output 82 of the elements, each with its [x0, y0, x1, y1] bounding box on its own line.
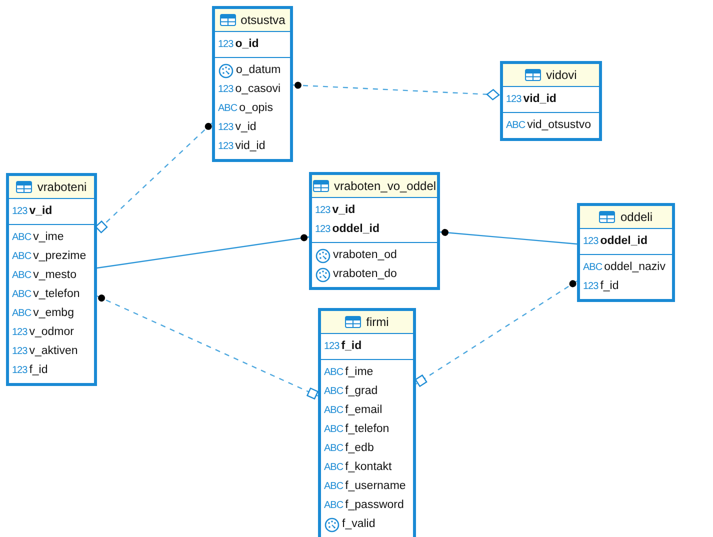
column-name: oddel_naziv	[604, 260, 666, 275]
column-name: f_ime	[345, 364, 374, 380]
column-name: vid_otsustvo	[527, 118, 591, 133]
data-type-tag: 123	[12, 366, 28, 376]
dashed-relationship-line	[414, 280, 578, 387]
data-type-tag: ABC	[583, 262, 602, 272]
data-type-tag: ABC	[324, 386, 344, 396]
column-name: oddel_id	[600, 234, 648, 249]
table-name: oddeli	[620, 209, 653, 226]
data-type-tag: 123	[583, 282, 598, 292]
data-type-tag: ABC	[324, 462, 344, 472]
column-name: vraboten_od	[333, 248, 397, 263]
data-type-tag: ABC	[324, 368, 344, 378]
column-name: f_telefon	[345, 422, 390, 437]
column-name: f_password	[345, 498, 404, 513]
data-type-tag: ABC	[506, 120, 526, 130]
relationship-line	[440, 228, 578, 245]
column-name: v_aktiven	[29, 344, 78, 359]
column-name: v_mesto	[33, 268, 77, 283]
data-type-tag: ABC	[12, 252, 32, 262]
column-name: o_opis	[239, 100, 273, 116]
column-name: f_id	[341, 338, 362, 354]
column-name: v_odmor	[29, 324, 74, 340]
relationship-line	[96, 234, 310, 269]
column-name: v_id	[29, 204, 52, 219]
column-name: f_id	[600, 278, 619, 294]
column-name: vraboten_do	[333, 266, 397, 282]
table-name: firmi	[366, 314, 389, 331]
column-name: o_datum	[236, 62, 281, 78]
data-type-tag: 123	[324, 342, 340, 352]
data-type-tag: 123	[12, 328, 28, 338]
data-type-tag: 123	[506, 94, 522, 104]
data-type-tag: ABC	[218, 104, 238, 114]
data-type-tag: ABC	[324, 406, 344, 416]
data-type-tag: 123	[12, 206, 28, 216]
dashed-relationship-line	[96, 294, 318, 400]
data-type-tag: 123	[218, 122, 234, 132]
data-type-tag: ABC	[324, 424, 344, 434]
column-name: f_email	[345, 402, 382, 418]
column-name: v_id	[332, 202, 356, 218]
table-card	[6, 173, 97, 386]
column-name: f_username	[345, 478, 406, 494]
data-type-tag: 123	[218, 142, 234, 152]
column-name: vid_id	[523, 92, 556, 107]
table-card	[500, 61, 602, 141]
column-name: f_edb	[345, 440, 374, 456]
column-name: o_casovi	[235, 82, 281, 97]
column-name: f_valid	[342, 516, 376, 532]
column-name: vid_id	[235, 138, 266, 154]
table-name: otsustva	[240, 12, 286, 29]
dashed-relationship-line	[292, 82, 500, 100]
data-type-tag: ABC	[12, 290, 32, 300]
data-type-tag: ABC	[12, 232, 32, 242]
data-type-tag: 123	[583, 236, 598, 246]
data-type-tag: ABC	[12, 308, 32, 318]
data-type-tag: 123	[315, 224, 330, 234]
data-type-tag: ABC	[324, 500, 344, 510]
column-name: oddel_id	[332, 222, 380, 237]
data-type-tag: ABC	[324, 482, 344, 492]
table-card	[309, 172, 440, 290]
data-type-tag: 123	[315, 206, 330, 216]
data-type-tag: ABC	[324, 444, 344, 454]
column-name: f_id	[29, 362, 48, 378]
table-card	[577, 203, 675, 302]
dashed-relationship-line	[95, 122, 212, 234]
data-type-tag: 123	[218, 84, 234, 94]
column-name: v_ime	[33, 230, 64, 245]
table-card	[212, 6, 293, 162]
data-type-tag: 123	[218, 40, 234, 50]
column-name: v_telefon	[33, 286, 80, 302]
column-name: v_embg	[33, 306, 74, 321]
table-name: vraboteni	[37, 179, 87, 196]
column-name: o_id	[235, 36, 259, 52]
column-name: v_id	[235, 120, 256, 135]
table-name: vraboten_vo_oddel	[334, 178, 436, 195]
column-name: f_kontakt	[345, 460, 392, 475]
column-name: f_grad	[345, 384, 378, 399]
column-name: v_prezime	[33, 248, 86, 264]
table-card	[318, 308, 416, 537]
data-type-tag: 123	[12, 346, 28, 356]
table-name: vidovi	[546, 67, 577, 84]
data-type-tag: ABC	[12, 270, 32, 280]
